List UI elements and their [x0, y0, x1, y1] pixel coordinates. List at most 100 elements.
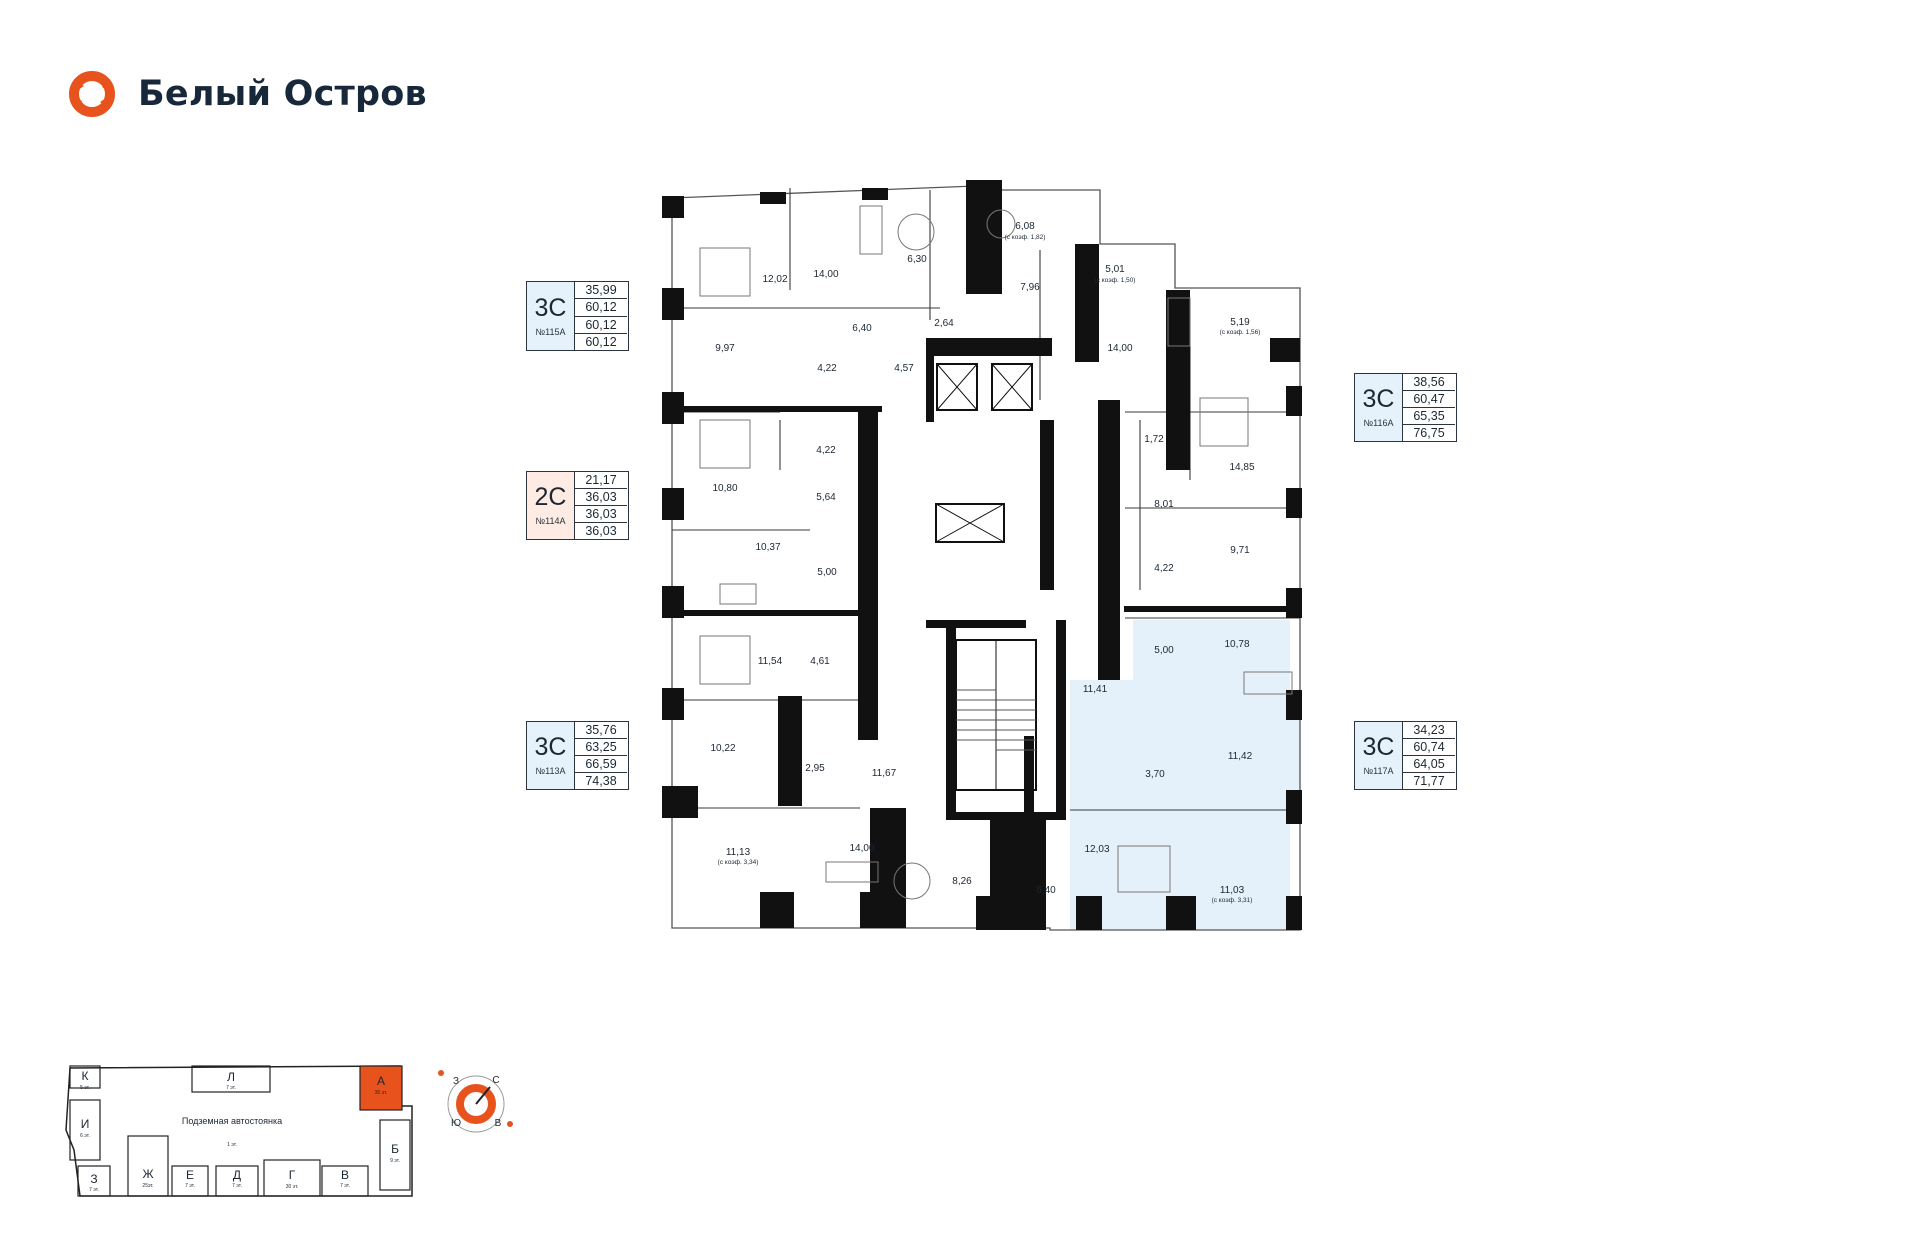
room-area-27: 4,61	[810, 656, 830, 667]
room-area-1: 6,08	[1015, 221, 1035, 232]
area-total: 63,25	[575, 739, 627, 756]
section-floor-l: 7 эт.	[226, 1085, 236, 1091]
compass-needle-icon	[475, 1086, 491, 1105]
room-area-26: 11,54	[758, 656, 783, 667]
room-area-2: 5,01	[1105, 264, 1125, 275]
area-with-balcony: 65,35	[1403, 408, 1455, 425]
area-living: 35,76	[575, 722, 627, 739]
apartment-type: 3С	[534, 733, 567, 761]
room-area-25: 10,78	[1224, 639, 1249, 650]
room-area-17: 10,80	[712, 483, 737, 494]
room-area-20: 10,37	[755, 542, 780, 553]
room-area-28: 11,41	[1083, 684, 1108, 695]
compass-east: В	[495, 1118, 502, 1129]
area-with-balcony: 64,05	[1403, 756, 1455, 773]
apartment-number: №116А	[1363, 418, 1394, 428]
apartment-number: №113А	[535, 766, 566, 776]
compass-ring-icon	[456, 1084, 496, 1124]
section-label-a: А	[377, 1074, 385, 1088]
area-with-balcony: 66,59	[575, 756, 627, 773]
section-label-g: Г	[289, 1168, 296, 1182]
compass-west: З	[453, 1076, 459, 1087]
apartment-type: 3С	[1362, 385, 1395, 413]
apartment-type: 3С	[1362, 733, 1395, 761]
area-full: 36,03	[585, 524, 617, 538]
section-floor-g: 30 эт.	[286, 1184, 299, 1190]
room-area-12: 4,22	[817, 363, 837, 374]
area-full: 60,12	[585, 334, 617, 349]
section-floor-a: 30 эт.	[375, 1090, 388, 1096]
area-living: 21,17	[575, 472, 627, 489]
room-area-10: 2,64	[934, 318, 954, 329]
room-area-37: 6,40	[1036, 885, 1056, 896]
area-living: 34,23	[1403, 722, 1455, 739]
parking-floor: 1 эт.	[227, 1142, 237, 1148]
area-full: 71,77	[1413, 774, 1445, 788]
room-area-29: 10,22	[710, 743, 735, 754]
brand-name: Белый Остров	[138, 74, 427, 114]
apartment-117-highlight[interactable]	[1070, 620, 1300, 930]
room-area-30: 2,95	[805, 763, 825, 774]
section-label-b: Б	[391, 1142, 399, 1156]
room-area-16: 4,22	[816, 445, 836, 456]
room-coef-4: (с коэф. 3,34)	[718, 859, 759, 866]
section-floor-i: 6 эт.	[80, 1133, 90, 1139]
room-area-11: 9,97	[715, 343, 735, 354]
section-A-highlight[interactable]	[359, 1065, 403, 1111]
room-area-7: 7,96	[1020, 282, 1040, 293]
section-floor-b: 9 эт.	[390, 1158, 400, 1164]
section-label-k: К	[82, 1069, 89, 1083]
room-area-39: 11,03	[1220, 885, 1245, 896]
area-full: 76,75	[1413, 426, 1445, 440]
section-floor-e: 7 эт.	[185, 1183, 195, 1189]
sun-icon	[507, 1121, 513, 1127]
area-total: 60,12	[575, 299, 627, 317]
room-area-4: 12,02	[762, 274, 787, 285]
area-living: 35,99	[575, 282, 627, 300]
room-area-21: 5,00	[817, 567, 837, 578]
room-area-23: 4,22	[1154, 563, 1174, 574]
section-label-v: В	[341, 1168, 349, 1182]
area-full: 74,38	[585, 774, 617, 788]
area-living: 38,56	[1403, 374, 1455, 391]
room-area-9: 6,40	[852, 323, 872, 334]
apartment-type: 2С	[534, 483, 567, 511]
room-area-35: 14,00	[849, 843, 874, 854]
room-coef-3: (с коэф. 1,56)	[1220, 329, 1261, 336]
room-area-33: 11,42	[1228, 751, 1253, 762]
section-floor-v: 7 эт.	[340, 1183, 350, 1189]
section-label-e: Е	[186, 1168, 194, 1182]
room-area-38: 12,03	[1084, 844, 1109, 855]
apartment-number: №114А	[535, 516, 566, 526]
apartment-number: №117А	[1363, 766, 1394, 776]
room-area-14: 1,72	[1144, 434, 1164, 445]
room-coef-1: (с коэф. 1,82)	[1005, 234, 1046, 241]
section-label-i: И	[81, 1117, 90, 1131]
area-with-balcony: 60,12	[575, 317, 627, 334]
brand-logo[interactable]: Белый Остров	[64, 66, 427, 122]
room-coef-2: (с коэф. 1,50)	[1095, 277, 1136, 284]
area-total: 60,47	[1403, 391, 1455, 408]
room-area-31: 11,67	[872, 768, 897, 779]
room-area-32: 3,70	[1145, 769, 1165, 780]
area-total: 36,03	[575, 489, 627, 506]
section-floor-k: 5 эт.	[80, 1085, 90, 1091]
room-area-36: 8,26	[952, 876, 972, 887]
section-floor-zh: 25эт.	[142, 1183, 153, 1189]
room-area-18: 5,64	[816, 492, 836, 503]
room-area-15: 14,85	[1229, 462, 1254, 473]
room-coef-5: (с коэф. 3,31)	[1212, 897, 1253, 904]
apartment-type: 3С	[534, 293, 567, 322]
room-area-13: 4,57	[894, 363, 914, 374]
section-floor-z: 7 эт.	[89, 1187, 99, 1193]
room-area-3: 5,19	[1230, 317, 1250, 328]
area-total: 60,74	[1403, 739, 1455, 756]
